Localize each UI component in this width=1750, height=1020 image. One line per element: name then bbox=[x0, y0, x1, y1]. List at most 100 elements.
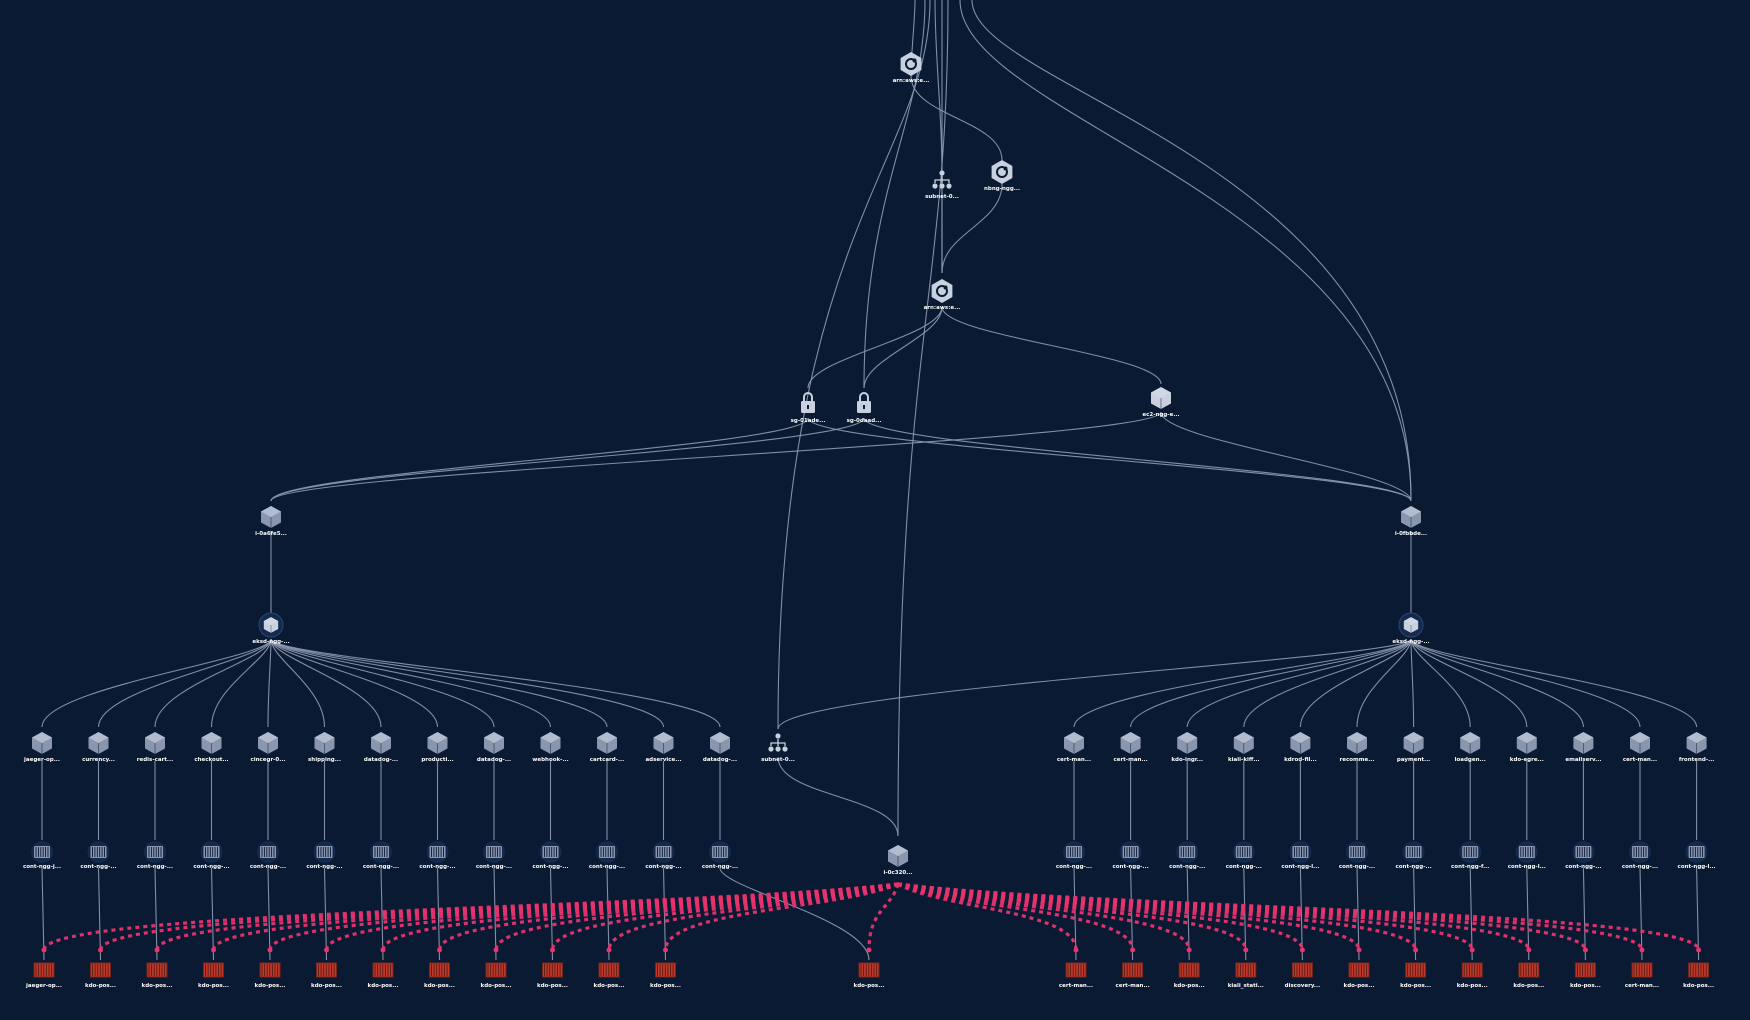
service-node[interactable]: payment... bbox=[1397, 732, 1430, 763]
replica-node[interactable]: cont-ngg-... bbox=[1622, 841, 1658, 870]
replica-node[interactable]: cont-ngg-... bbox=[1056, 841, 1092, 870]
pod-node[interactable]: discovery... bbox=[1285, 962, 1321, 989]
replica-node[interactable]: cont-ngg-... bbox=[589, 841, 625, 870]
service-node[interactable]: redis-cart... bbox=[137, 732, 173, 763]
service-node[interactable]: jaeger-op... bbox=[23, 732, 60, 763]
service-node[interactable]: loadgen... bbox=[1455, 732, 1486, 763]
service-icon bbox=[484, 732, 504, 754]
replica-node[interactable]: cont-ngg-... bbox=[702, 841, 738, 870]
node-topology2[interactable]: arn:aws:e... bbox=[924, 279, 961, 311]
node-topology[interactable]: arn:aws:e... bbox=[893, 52, 930, 84]
replica-node[interactable]: cont-ngg-... bbox=[1169, 841, 1205, 870]
service-node[interactable]: cert-man... bbox=[1113, 732, 1148, 763]
service-node[interactable]: cert-man... bbox=[1623, 732, 1657, 763]
replica-node[interactable]: cont-ngg-... bbox=[1226, 841, 1262, 870]
service-node[interactable]: webhook-... bbox=[532, 732, 569, 763]
replica-node[interactable]: cont-ngg-... bbox=[645, 841, 682, 870]
pod-node[interactable]: kdo-pos... bbox=[1344, 962, 1375, 989]
pod-node[interactable]: kdo-pos... bbox=[1400, 962, 1431, 989]
pod-node[interactable]: kdo-pos... bbox=[142, 962, 173, 989]
pod-node[interactable]: jaeger-op... bbox=[25, 962, 62, 989]
service-node[interactable]: adservice... bbox=[645, 732, 682, 763]
replica-node[interactable]: cont-ngg-... bbox=[250, 841, 286, 870]
service-node[interactable]: kiali-kiff... bbox=[1228, 732, 1260, 763]
replica-node[interactable]: cont-ngg-... bbox=[419, 841, 456, 870]
pod-node[interactable]: kdo-pos... bbox=[1457, 962, 1488, 989]
node-ns-left[interactable]: eksd-ngg-... bbox=[252, 612, 290, 645]
pod-node[interactable]: kdo-pos... bbox=[1513, 962, 1544, 989]
pod-node[interactable]: kdo-pos... bbox=[481, 962, 512, 989]
replica-node[interactable]: cont-ngg-... bbox=[1339, 841, 1375, 870]
replica-node[interactable]: cont-ngg-... bbox=[476, 841, 512, 870]
replica-node[interactable]: cont-ngg-... bbox=[1112, 841, 1149, 870]
service-node[interactable]: checkout... bbox=[194, 732, 229, 763]
service-node[interactable]: cartcard-... bbox=[590, 732, 625, 763]
pod-node[interactable]: cert-man... bbox=[1059, 962, 1093, 989]
service-node[interactable]: kdo-egre... bbox=[1510, 732, 1544, 763]
pod-node[interactable]: kdo-pos... bbox=[85, 962, 116, 989]
node-asg[interactable]: ec2-ngg-e... bbox=[1142, 387, 1180, 418]
node-label: kdo-pos... bbox=[481, 983, 512, 989]
replica-node[interactable]: cont-ngg-f... bbox=[1451, 841, 1489, 870]
pod-node[interactable]: kdo-pos... bbox=[368, 962, 399, 989]
service-node[interactable]: cert-man... bbox=[1057, 732, 1091, 763]
node-sg2[interactable]: sg-0daad... bbox=[847, 392, 882, 424]
replica-node[interactable]: cont-ngg-l... bbox=[1281, 841, 1319, 870]
pod-node[interactable]: kdo-pos... bbox=[1683, 962, 1714, 989]
service-node[interactable]: cincegr-0... bbox=[250, 732, 286, 763]
service-node[interactable]: frontend-... bbox=[1679, 732, 1715, 763]
replica-node[interactable]: cont-ngg-... bbox=[363, 841, 399, 870]
service-node[interactable]: recomme... bbox=[1340, 732, 1375, 763]
node-inst-right[interactable]: i-0fbbde... bbox=[1395, 506, 1427, 537]
edge-line bbox=[154, 638, 272, 728]
pod-icon bbox=[542, 962, 563, 978]
node-label: i-0a6fe5... bbox=[255, 531, 287, 537]
service-node[interactable]: datadog-... bbox=[477, 732, 511, 763]
pod-node[interactable]: cert-man... bbox=[1115, 962, 1150, 989]
pod-node[interactable]: kdo-pos... bbox=[1570, 962, 1601, 989]
pod-node[interactable]: kdo-pos... bbox=[594, 962, 625, 989]
replica-node[interactable]: cont-ngg-... bbox=[532, 841, 569, 870]
node-subnet-mid[interactable]: subnet-0... bbox=[761, 733, 795, 763]
node-label: sg-01ade... bbox=[791, 418, 826, 424]
replica-node[interactable]: cont-ngg-... bbox=[193, 841, 230, 870]
node-ns-right[interactable]: eksd-ngg-... bbox=[1392, 612, 1430, 645]
replica-node[interactable]: cont-ngg-l... bbox=[1678, 841, 1716, 870]
pod-node[interactable]: kdo-pos... bbox=[537, 962, 568, 989]
node-inst-center[interactable]: i-0c320... bbox=[883, 845, 913, 876]
replica-node[interactable]: cont-ngg-... bbox=[137, 841, 173, 870]
replica-node[interactable]: cont-ngg-... bbox=[306, 841, 343, 870]
node-sg1[interactable]: sg-01ade... bbox=[791, 392, 826, 424]
replica-node[interactable]: cont-ngg-l... bbox=[1508, 841, 1546, 870]
service-node[interactable]: currency... bbox=[82, 732, 115, 763]
pod-node[interactable]: kdo-pos... bbox=[650, 962, 681, 989]
pod-node[interactable]: cert-man... bbox=[1625, 962, 1659, 989]
service-node[interactable]: kdrod-fil... bbox=[1284, 732, 1317, 763]
edge-line bbox=[1160, 411, 1412, 502]
node-label: jaeger-op... bbox=[25, 983, 62, 989]
service-node[interactable]: shipping... bbox=[308, 732, 341, 763]
node-nodegroup[interactable]: nbng-ngg... bbox=[984, 160, 1020, 192]
pod-node[interactable]: kdo-pos... bbox=[311, 962, 342, 989]
replica-node[interactable]: cont-ngg-... bbox=[1395, 841, 1432, 870]
replica-node[interactable]: cont-ngg-... bbox=[80, 841, 117, 870]
service-node[interactable]: datadog-... bbox=[703, 732, 737, 763]
pod-node[interactable]: kdo-pos... bbox=[424, 962, 455, 989]
service-node[interactable]: producti... bbox=[421, 732, 454, 763]
pod-icon bbox=[858, 962, 880, 978]
edge-line bbox=[270, 638, 665, 728]
replica-node[interactable]: cont-ngg-... bbox=[1565, 841, 1602, 870]
pod-node[interactable]: kdo-pos... bbox=[1174, 962, 1205, 989]
pod-node[interactable]: kiali_stati... bbox=[1228, 962, 1264, 989]
service-node[interactable]: kdo-ingr... bbox=[1171, 732, 1203, 763]
pod-node[interactable]: kdo-pos... bbox=[198, 962, 229, 989]
replica-node[interactable]: cont-ngg-j... bbox=[23, 841, 61, 870]
pod-node[interactable]: kdo-pos... bbox=[255, 962, 286, 989]
service-node[interactable]: emailserv... bbox=[1565, 732, 1601, 763]
node-subnet-top[interactable]: subnet-0... bbox=[925, 170, 959, 200]
node-inst-left[interactable]: i-0a6fe5... bbox=[255, 506, 287, 537]
node-label: cont-ngg-... bbox=[1622, 864, 1658, 870]
alert-edge-endpoint bbox=[380, 947, 386, 953]
service-node[interactable]: datadog-... bbox=[364, 732, 398, 763]
node-pod-center[interactable]: kdo-pos... bbox=[854, 962, 885, 989]
